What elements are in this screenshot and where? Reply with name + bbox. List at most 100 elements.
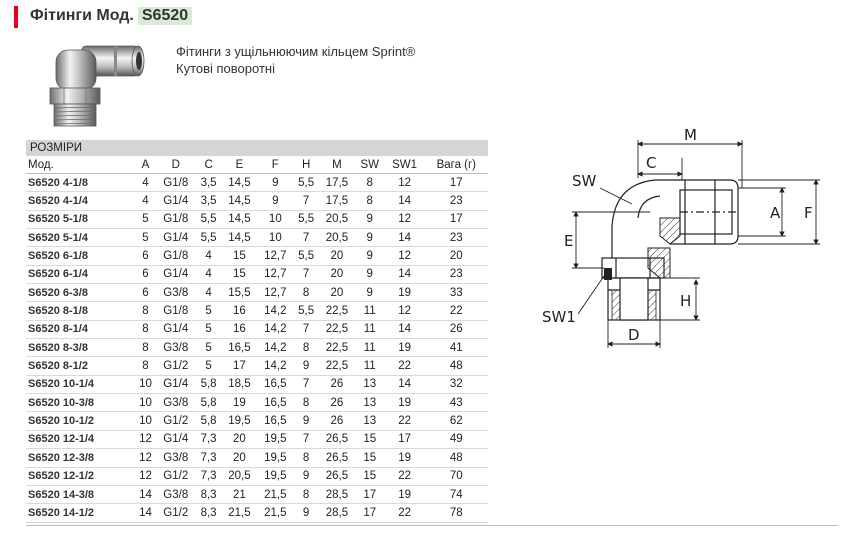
value-cell: 8: [293, 485, 319, 505]
dim-label-sw1: SW1: [542, 308, 576, 326]
value-cell: 9: [293, 411, 319, 431]
model-cell: S6520 6-1/4: [26, 265, 136, 285]
value-cell: 6: [135, 265, 156, 285]
value-cell: 22: [384, 356, 425, 376]
value-cell: G1/2: [155, 411, 196, 431]
value-cell: 19,5: [221, 411, 258, 431]
value-cell: 12: [135, 430, 156, 450]
value-cell: 22: [384, 411, 425, 431]
value-cell: 22: [384, 467, 425, 486]
value-cell: 9: [293, 356, 319, 376]
value-cell: 18,5: [221, 375, 258, 395]
dim-label-c: C: [646, 154, 656, 172]
value-cell: 9: [257, 173, 294, 193]
value-cell: 19: [384, 448, 425, 468]
value-cell: 16: [221, 320, 258, 340]
value-cell: 22: [424, 301, 488, 321]
value-cell: 22,5: [318, 338, 355, 358]
value-cell: 12,7: [257, 283, 294, 303]
dim-label-a: A: [770, 204, 781, 222]
value-cell: 14: [384, 375, 425, 395]
value-cell: 7: [293, 375, 319, 395]
dim-label-sw: SW: [572, 172, 597, 190]
value-cell: 17: [424, 210, 488, 230]
value-cell: 19: [384, 338, 425, 358]
value-cell: 14: [384, 191, 425, 211]
value-cell: G3/8: [155, 283, 196, 303]
value-cell: 16,5: [257, 393, 294, 413]
value-cell: 5,5: [293, 210, 319, 230]
value-cell: 17: [424, 173, 488, 193]
value-cell: 17: [354, 485, 385, 505]
value-cell: 20: [318, 283, 355, 303]
column-header: Мод.: [26, 156, 136, 174]
value-cell: 9: [354, 228, 385, 248]
dim-label-f: F: [804, 204, 813, 222]
value-cell: 5: [195, 338, 222, 358]
value-cell: 32: [424, 375, 488, 395]
value-cell: 19,5: [257, 430, 294, 450]
value-cell: 7,3: [195, 448, 222, 468]
value-cell: 19,5: [257, 467, 294, 486]
column-header: Вага (г): [424, 156, 488, 174]
value-cell: 14,5: [221, 191, 258, 211]
value-cell: 21,5: [257, 485, 294, 505]
value-cell: 20,5: [318, 210, 355, 230]
dim-label-e: E: [564, 232, 573, 250]
value-cell: 26,5: [318, 448, 355, 468]
value-cell: 14,5: [221, 228, 258, 248]
value-cell: 4: [195, 246, 222, 266]
value-cell: 9: [354, 265, 385, 285]
value-cell: 14: [135, 485, 156, 505]
value-cell: G1/8: [155, 246, 196, 266]
value-cell: G3/8: [155, 393, 196, 413]
value-cell: 8: [293, 393, 319, 413]
description-line-2: Кутові поворотні: [176, 61, 275, 76]
value-cell: 26: [424, 320, 488, 340]
value-cell: G1/2: [155, 503, 196, 523]
value-cell: 14,5: [221, 210, 258, 230]
value-cell: 13: [354, 375, 385, 395]
value-cell: 15: [354, 430, 385, 450]
value-cell: 6: [135, 246, 156, 266]
model-cell: S6520 10-3/8: [26, 393, 136, 413]
value-cell: 20: [318, 246, 355, 266]
header-accent-bar: [14, 6, 18, 28]
value-cell: 26,5: [318, 430, 355, 450]
value-cell: 9: [354, 210, 385, 230]
value-cell: 10: [135, 375, 156, 395]
model-cell: S6520 12-1/2: [26, 467, 136, 486]
value-cell: 19,5: [257, 448, 294, 468]
value-cell: 5,5: [195, 228, 222, 248]
value-cell: 48: [424, 356, 488, 376]
value-cell: 62: [424, 411, 488, 431]
value-cell: 23: [424, 228, 488, 248]
value-cell: 7: [293, 320, 319, 340]
value-cell: 13: [354, 393, 385, 413]
model-cell: S6520 4-1/4: [26, 191, 136, 211]
value-cell: G1/8: [155, 210, 196, 230]
value-cell: 16,5: [257, 411, 294, 431]
value-cell: 7: [293, 228, 319, 248]
value-cell: 14,5: [221, 173, 258, 193]
value-cell: 19: [384, 393, 425, 413]
value-cell: 5,8: [195, 411, 222, 431]
value-cell: 7: [293, 430, 319, 450]
model-cell: S6520 8-1/8: [26, 301, 136, 321]
value-cell: G1/4: [155, 430, 196, 450]
value-cell: 20,5: [221, 467, 258, 486]
value-cell: 8: [135, 301, 156, 321]
value-cell: 9: [354, 246, 385, 266]
value-cell: 7,3: [195, 430, 222, 450]
value-cell: 22,5: [318, 320, 355, 340]
value-cell: 12: [384, 173, 425, 193]
value-cell: 16,5: [221, 338, 258, 358]
